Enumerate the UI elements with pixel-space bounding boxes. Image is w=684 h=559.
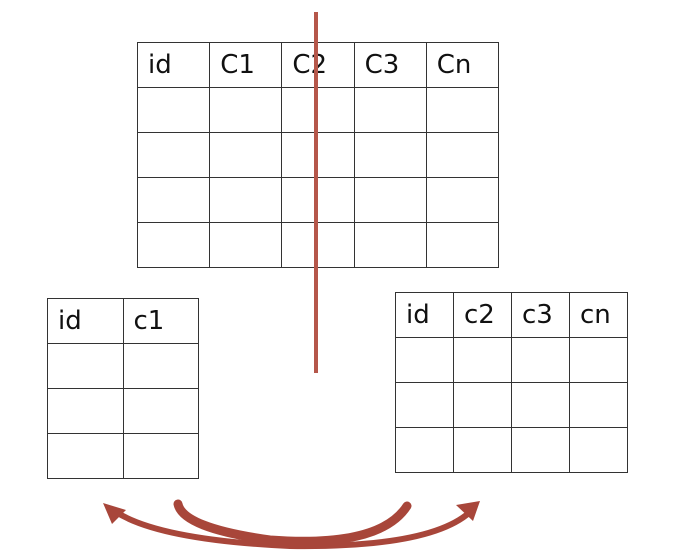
table-cell <box>425 87 500 133</box>
split-table-right: id c2 c3 cn <box>395 292 628 473</box>
table-cell <box>122 388 199 434</box>
table-row <box>395 382 628 428</box>
table-cell <box>353 87 427 133</box>
table-cell <box>136 222 211 268</box>
header-cell: id <box>395 292 454 338</box>
table-row <box>136 222 500 268</box>
header-cell: C1 <box>209 42 283 88</box>
header-cell: id <box>136 42 211 88</box>
table-cell <box>425 177 500 223</box>
table-cell <box>136 177 211 223</box>
header-cell: c2 <box>453 292 512 338</box>
table-row <box>136 87 500 133</box>
table-row <box>47 343 199 389</box>
header-cell: cn <box>569 292 628 338</box>
table-row <box>136 177 500 223</box>
table-cell <box>136 87 211 133</box>
table-cell <box>209 132 283 178</box>
table-cell <box>395 427 454 473</box>
table-row <box>395 337 628 383</box>
table-cell <box>453 427 512 473</box>
table-cell <box>395 382 454 428</box>
header-cell: c3 <box>511 292 570 338</box>
table-cell <box>353 222 427 268</box>
table-cell <box>353 132 427 178</box>
header-cell: Cn <box>425 42 500 88</box>
table-cell <box>425 132 500 178</box>
arrow-head-icon <box>456 501 480 521</box>
table-header-row: id c1 <box>47 298 199 344</box>
curved-arrow-to-right <box>173 499 480 546</box>
table-cell <box>209 87 283 133</box>
table-header-row: id C1 C2 C3 Cn <box>136 42 500 88</box>
header-cell: C2 <box>281 42 355 88</box>
table-cell <box>136 132 211 178</box>
table-row <box>47 388 199 434</box>
split-table-left: id c1 <box>47 298 199 479</box>
table-cell <box>281 87 355 133</box>
table-cell <box>453 382 512 428</box>
arrow-curve <box>173 499 412 546</box>
table-header-row: id c2 c3 cn <box>395 292 628 338</box>
table-cell <box>353 177 427 223</box>
table-cell <box>281 177 355 223</box>
table-cell <box>511 382 570 428</box>
table-cell <box>425 222 500 268</box>
header-cell: id <box>47 298 124 344</box>
curved-arrow-to-left <box>103 503 473 550</box>
table-cell <box>209 222 283 268</box>
table-cell <box>511 427 570 473</box>
table-cell <box>122 433 199 479</box>
table-cell <box>209 177 283 223</box>
table-cell <box>47 433 124 479</box>
table-cell <box>47 388 124 434</box>
arrow-curve <box>113 509 473 550</box>
table-cell <box>511 337 570 383</box>
table-cell <box>47 343 124 389</box>
table-cell <box>395 337 454 383</box>
arrow-head-icon <box>103 503 126 524</box>
table-cell <box>569 382 628 428</box>
table-row <box>47 433 199 479</box>
header-cell: C3 <box>353 42 427 88</box>
table-cell <box>453 337 512 383</box>
table-cell <box>281 132 355 178</box>
table-cell <box>281 222 355 268</box>
table-row <box>136 132 500 178</box>
header-cell: c1 <box>122 298 199 344</box>
table-cell <box>569 427 628 473</box>
original-table: id C1 C2 C3 Cn <box>136 42 500 268</box>
table-row <box>395 427 628 473</box>
table-cell <box>569 337 628 383</box>
table-cell <box>122 343 199 389</box>
